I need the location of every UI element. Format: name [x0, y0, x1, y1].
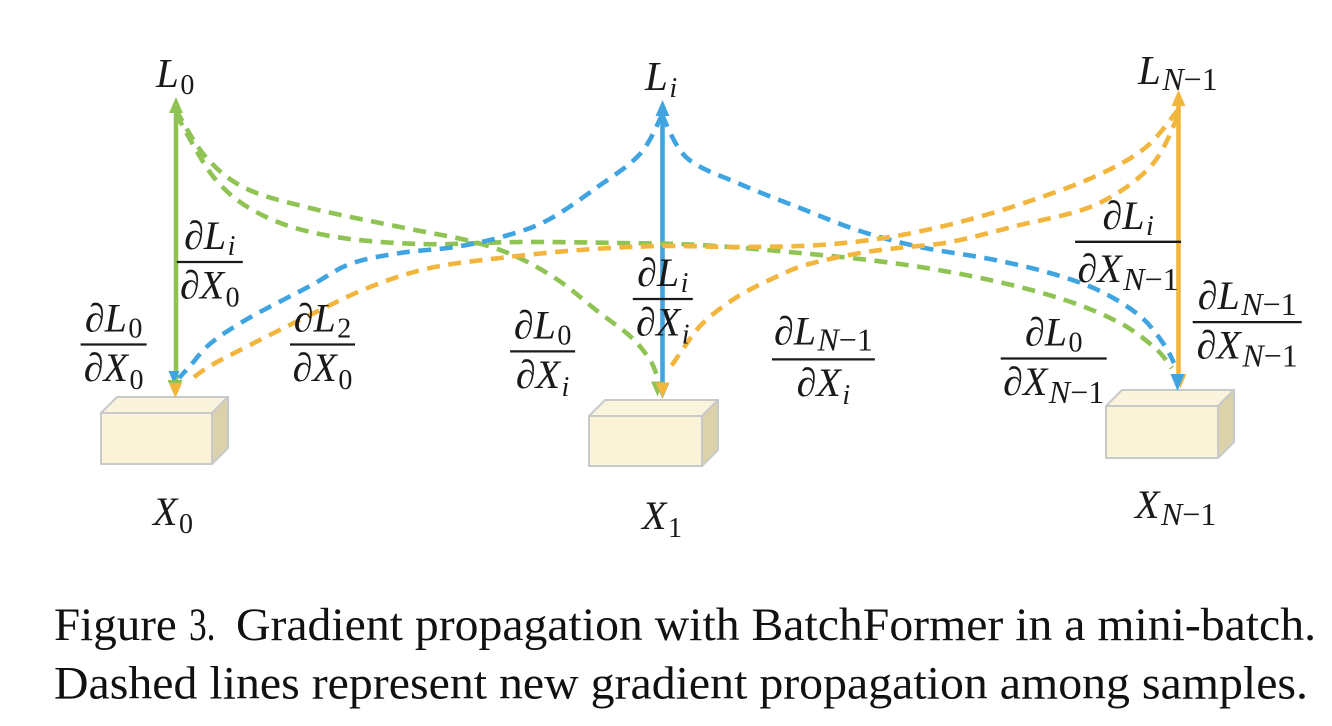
- svg-text:Figure: Figure: [54, 599, 177, 651]
- svg-text:∂LN−1: ∂LN−1: [1198, 273, 1297, 322]
- svg-text:X0: X0: [151, 489, 193, 540]
- svg-text:Gradient propagation with Batc: Gradient propagation with BatchFormer in…: [236, 599, 1316, 651]
- svg-text:X1: X1: [640, 493, 682, 544]
- svg-text:∂Li: ∂Li: [184, 213, 235, 262]
- svg-text:L0: L0: [155, 50, 194, 101]
- svg-text:∂X0: ∂X0: [180, 263, 240, 314]
- svg-text:∂L0: ∂L0: [514, 302, 572, 351]
- svg-text:∂XN−1: ∂XN−1: [1197, 323, 1298, 374]
- svg-text:∂Li: ∂Li: [637, 250, 688, 299]
- svg-text:∂Xi: ∂Xi: [636, 300, 689, 351]
- svg-text:∂XN−1: ∂XN−1: [1078, 246, 1179, 297]
- svg-text:Li: Li: [644, 53, 677, 104]
- svg-text:XN−1: XN−1: [1133, 482, 1216, 532]
- svg-text:∂L0: ∂L0: [85, 296, 143, 345]
- svg-text:∂L0: ∂L0: [1025, 310, 1083, 359]
- svg-text:∂L2: ∂L2: [294, 296, 352, 345]
- svg-text:∂LN−1: ∂LN−1: [774, 308, 873, 357]
- svg-text:∂Li: ∂Li: [1102, 193, 1153, 242]
- svg-text:∂X0: ∂X0: [84, 345, 144, 396]
- svg-text:3.: 3.: [189, 599, 216, 651]
- svg-text:∂X0: ∂X0: [293, 345, 353, 396]
- svg-text:∂XN−1: ∂XN−1: [1003, 359, 1104, 410]
- svg-text:Dashed lines represent new gra: Dashed lines represent new gradient prop…: [54, 658, 1308, 710]
- svg-text:LN−1: LN−1: [1137, 47, 1218, 97]
- svg-text:∂Xi: ∂Xi: [797, 360, 850, 411]
- svg-text:∂Xi: ∂Xi: [516, 352, 569, 403]
